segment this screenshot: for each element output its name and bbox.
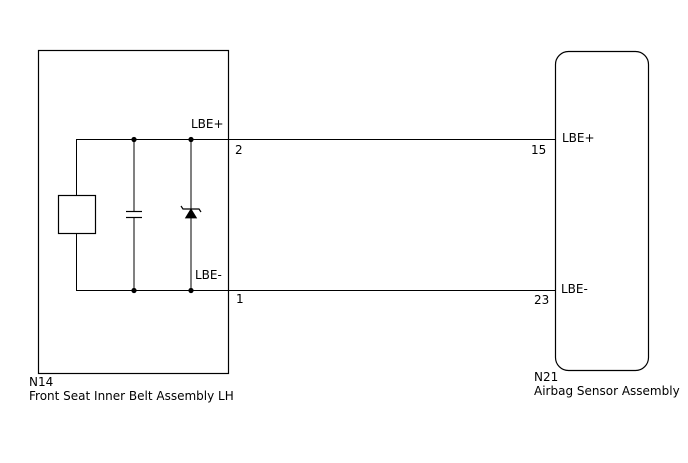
- left-component-name: Front Seat Inner Belt Assembly LH: [29, 389, 234, 403]
- right-component-box: [554, 50, 650, 372]
- right-terminal-bottom-label: LBE-: [561, 282, 588, 296]
- right-pin-top: 15: [531, 143, 546, 157]
- right-component-name: Airbag Sensor Assembly: [534, 384, 680, 398]
- right-terminal-top-label: LBE+: [562, 131, 595, 145]
- left-component-box: [37, 49, 230, 375]
- junction-dot: [188, 136, 194, 143]
- left-pin-top: 2: [235, 143, 243, 157]
- left-component-code: N14: [29, 375, 53, 389]
- zener-diode-symbol: [180, 139, 202, 291]
- capacitor-symbol: [126, 139, 142, 291]
- right-component-code: N21: [534, 370, 558, 384]
- junction-dot: [188, 287, 194, 294]
- junction-dot: [131, 136, 137, 143]
- junction-dot: [131, 287, 137, 294]
- left-terminal-bottom-label: LBE-: [195, 268, 222, 282]
- resistor-symbol: [57, 139, 97, 291]
- left-terminal-top-label: LBE+: [191, 117, 224, 131]
- left-pin-bottom: 1: [236, 292, 244, 306]
- right-pin-bottom: 23: [534, 293, 549, 307]
